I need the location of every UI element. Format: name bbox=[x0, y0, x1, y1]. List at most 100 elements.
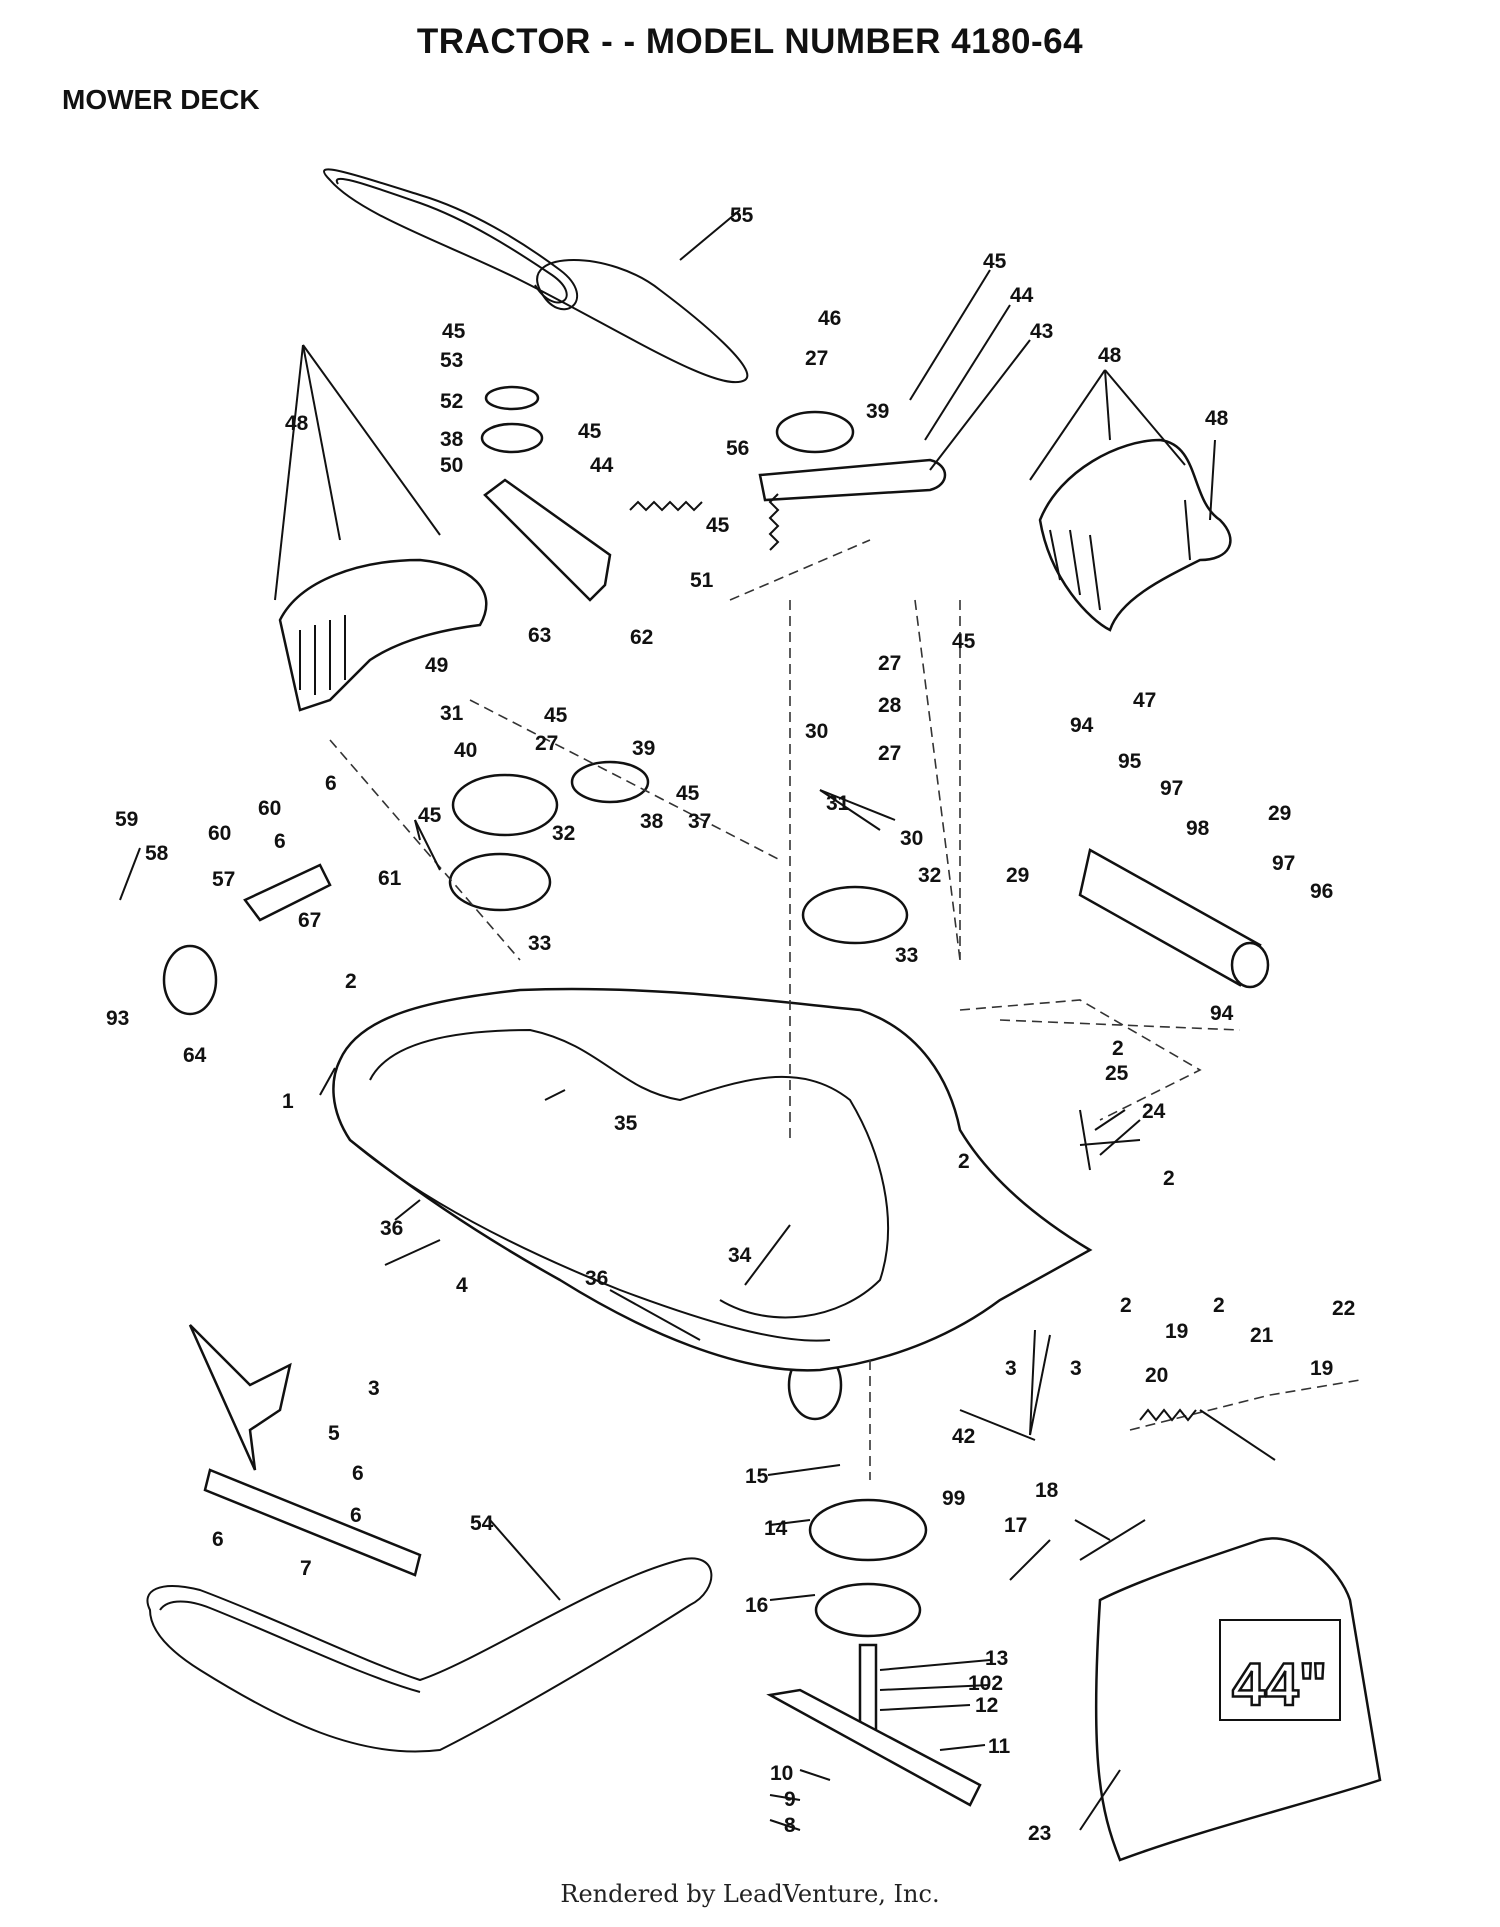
callout: 11 bbox=[988, 1735, 1011, 1758]
callout: 56 bbox=[726, 437, 749, 460]
spring-56 bbox=[629, 500, 703, 512]
callout: 59 bbox=[115, 808, 138, 831]
deflector-arm bbox=[243, 863, 332, 922]
callout: 60 bbox=[208, 822, 231, 845]
callout: 39 bbox=[866, 400, 889, 423]
callout: 6 bbox=[212, 1528, 224, 1551]
callout: 20 bbox=[1145, 1364, 1168, 1387]
section-title: MOWER DECK bbox=[62, 84, 260, 115]
callout: 58 bbox=[145, 842, 169, 865]
callout: 32 bbox=[918, 864, 941, 887]
upper-drive-belt bbox=[323, 168, 749, 384]
callout: 28 bbox=[878, 694, 902, 717]
callout: 98 bbox=[1186, 817, 1210, 840]
callout: 8 bbox=[784, 1814, 796, 1837]
right-belt-shield-ribs bbox=[1049, 499, 1191, 611]
spring-20 bbox=[1139, 1408, 1197, 1422]
callout: 63 bbox=[528, 624, 551, 647]
callout: 48 bbox=[1098, 344, 1122, 367]
callout: 39 bbox=[632, 737, 655, 760]
callout: 31 bbox=[440, 702, 464, 725]
callout: 48 bbox=[1205, 407, 1229, 430]
pulley-32-right bbox=[801, 885, 909, 945]
callout: 30 bbox=[900, 827, 923, 850]
callout: 30 bbox=[805, 720, 828, 743]
callout: 93 bbox=[106, 1007, 129, 1030]
callout: 19 bbox=[1165, 1320, 1188, 1343]
callout: 16 bbox=[745, 1594, 768, 1617]
callout: 34 bbox=[728, 1244, 752, 1267]
callout: 12 bbox=[975, 1694, 998, 1717]
spindle-housing bbox=[808, 1498, 928, 1562]
callout: 36 bbox=[585, 1267, 608, 1290]
callout: 2 bbox=[1120, 1294, 1132, 1317]
gauge-wheel-left bbox=[162, 944, 218, 1016]
footer-credit: Rendered by LeadVenture, Inc. bbox=[560, 1880, 940, 1908]
callout: 44 bbox=[1010, 284, 1034, 307]
callout: 32 bbox=[552, 822, 575, 845]
pulley-52 bbox=[480, 422, 544, 454]
callout: 55 bbox=[730, 204, 754, 227]
callout: 102 bbox=[968, 1672, 1003, 1695]
callout: 27 bbox=[878, 742, 901, 765]
assembly-line-3 bbox=[729, 539, 871, 1140]
callout: 51 bbox=[690, 569, 714, 592]
callout: 99 bbox=[942, 1487, 965, 1510]
assembly-line-2 bbox=[469, 699, 781, 861]
leader-lines bbox=[119, 209, 1276, 1831]
lower-drive-belt-inner bbox=[159, 1600, 421, 1693]
callout: 42 bbox=[952, 1425, 975, 1448]
callout: 2 bbox=[345, 970, 357, 993]
discharge-chute-emblem-box bbox=[1219, 1619, 1341, 1721]
callout: 27 bbox=[535, 732, 558, 755]
callout: 45 bbox=[983, 250, 1007, 273]
callout: 24 bbox=[1142, 1100, 1166, 1123]
anti-scalp-roller-end bbox=[1230, 941, 1270, 989]
callout: 45 bbox=[706, 514, 730, 537]
pulley-40 bbox=[451, 773, 559, 837]
callout: 50 bbox=[440, 454, 463, 477]
callout: 62 bbox=[630, 626, 653, 649]
callout: 45 bbox=[544, 704, 568, 727]
callout: 38 bbox=[440, 428, 464, 451]
right-belt-shield bbox=[1038, 438, 1232, 632]
callout: 45 bbox=[442, 320, 466, 343]
callout: 1 bbox=[282, 1090, 294, 1113]
callout: 2 bbox=[958, 1150, 970, 1173]
callout: 45 bbox=[578, 420, 602, 443]
callout: 13 bbox=[985, 1647, 1008, 1670]
callout: 53 bbox=[440, 349, 463, 372]
callout: 97 bbox=[1160, 777, 1183, 800]
callout: 96 bbox=[1310, 880, 1333, 903]
callout: 37 bbox=[688, 810, 711, 833]
callout: 3 bbox=[1070, 1357, 1082, 1380]
left-belt-shield bbox=[278, 558, 488, 712]
callout: 2 bbox=[1163, 1167, 1175, 1190]
callout: 46 bbox=[818, 307, 841, 330]
callout: 52 bbox=[440, 390, 463, 413]
left-belt-shield-ribs bbox=[299, 615, 346, 695]
callout: 9 bbox=[784, 1788, 796, 1811]
pulley-39-upper bbox=[775, 410, 855, 454]
callout: 43 bbox=[1030, 320, 1053, 343]
assembly-line-7 bbox=[1129, 1379, 1361, 1431]
mower-deck-inner bbox=[369, 1028, 890, 1319]
callout: 2 bbox=[1213, 1294, 1225, 1317]
callout: 6 bbox=[274, 830, 286, 853]
callout: 48 bbox=[285, 412, 309, 435]
callout: 64 bbox=[183, 1044, 207, 1067]
callout: 27 bbox=[805, 347, 828, 370]
callout: 38 bbox=[640, 810, 664, 833]
hanger-bracket bbox=[188, 1324, 292, 1471]
callout: 60 bbox=[258, 797, 281, 820]
callout: 5 bbox=[328, 1422, 340, 1445]
stabilizer-bar bbox=[203, 1468, 422, 1577]
callout: 2 bbox=[1112, 1037, 1124, 1060]
callout: 6 bbox=[350, 1504, 362, 1527]
callout: 40 bbox=[454, 739, 477, 762]
lower-drive-belt bbox=[146, 1557, 713, 1753]
callout: 94 bbox=[1210, 1002, 1234, 1025]
callout: 57 bbox=[212, 868, 235, 891]
callout: 49 bbox=[425, 654, 448, 677]
callout: 25 bbox=[1105, 1062, 1129, 1085]
